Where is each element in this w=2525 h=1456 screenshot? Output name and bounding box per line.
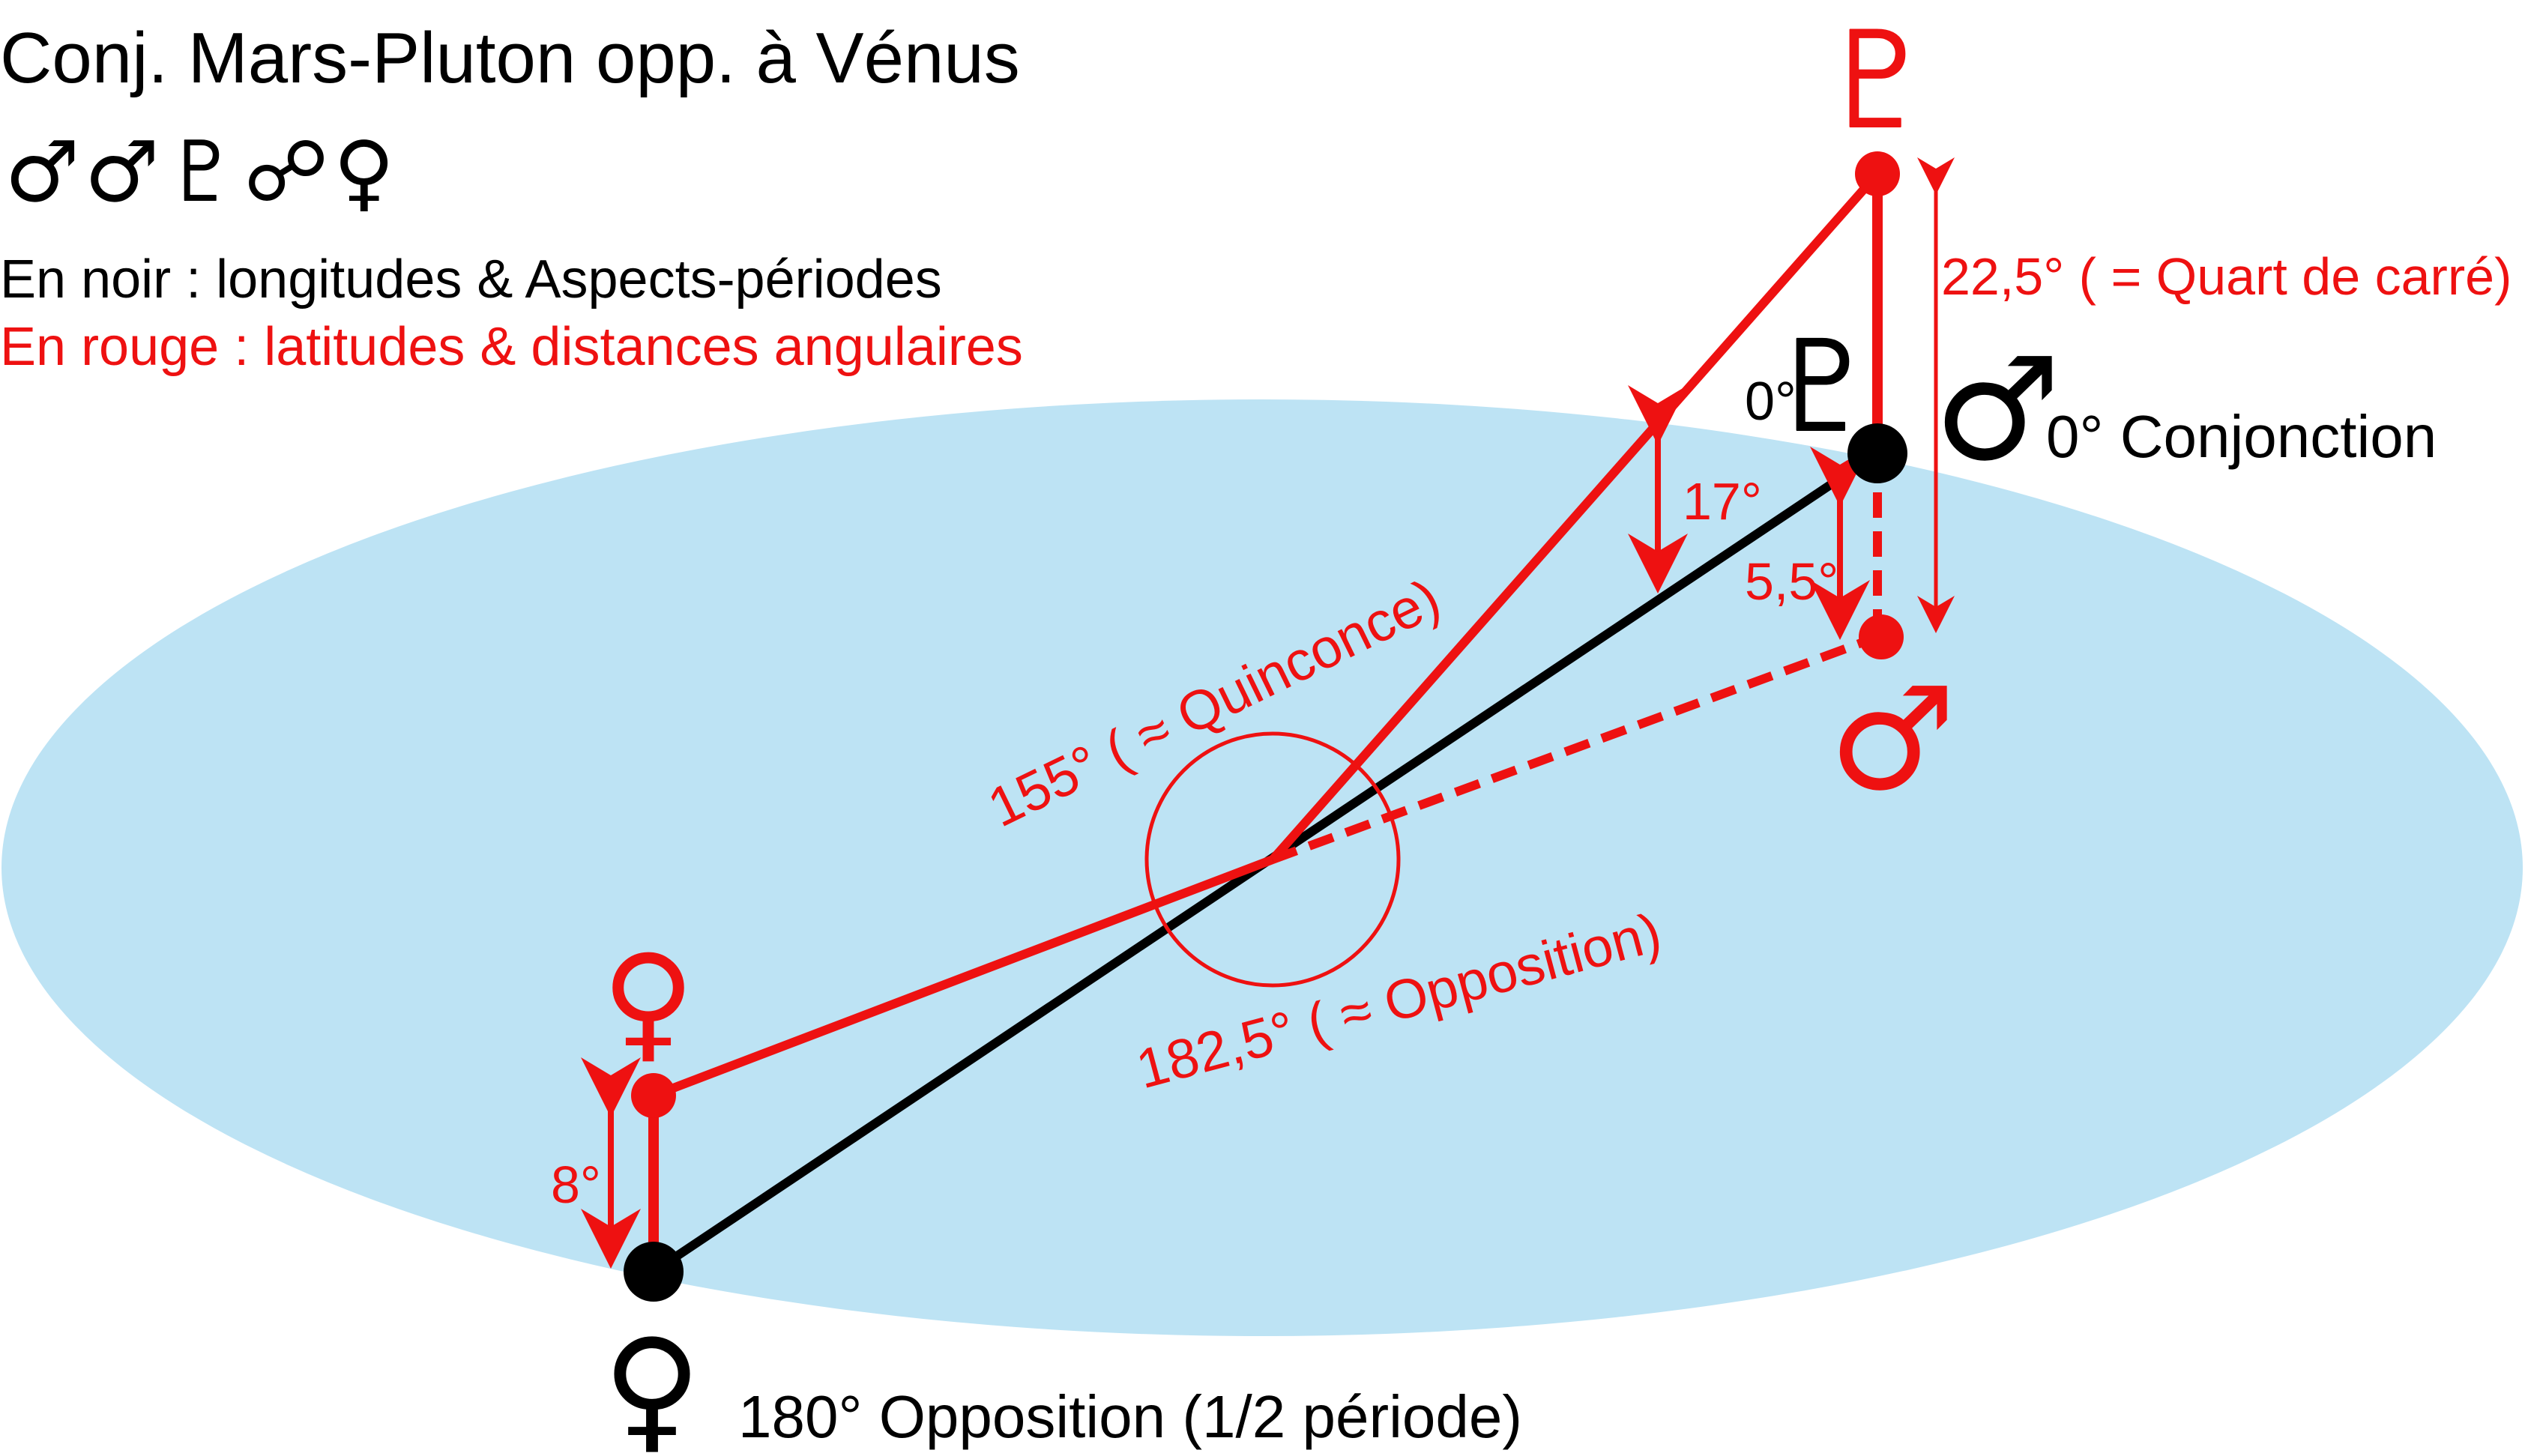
- angle-circle: [1144, 731, 1401, 988]
- pluto-black-icon: ♇: [1766, 313, 1880, 462]
- angle-17-label: 17°: [1683, 472, 1762, 531]
- pluto-red-icon: ♇: [1817, 3, 1937, 160]
- venus-black-icon: ♀: [603, 1311, 702, 1456]
- mars-black-icon: ♂: [1934, 327, 2061, 492]
- mars-red-dot: [1859, 614, 1904, 659]
- venus-red-icon: ♀: [602, 928, 696, 1076]
- angle-8-label: 8°: [551, 1156, 601, 1214]
- quart-carre-label: 22,5° ( = Quart de carré): [1941, 247, 2512, 306]
- legend-black: En noir : longitudes & Aspects-périodes: [0, 250, 942, 309]
- diagram-title: Conj. Mars-Pluton opp. à Vénus: [0, 18, 1020, 98]
- venus-latitude-line: [651, 855, 1275, 1100]
- angle-5-5-label: 5,5°: [1745, 552, 1838, 611]
- pluto-red-dot: [1855, 151, 1900, 196]
- opposition-label: 180° Opposition (1/2 période): [738, 1383, 1522, 1450]
- mars-red-icon: ♂: [1829, 656, 1956, 822]
- symbols-row: ♂♂♇☍♀: [4, 124, 399, 221]
- legend-red: En rouge : latitudes & distances angulai…: [0, 317, 1023, 377]
- mars-latitude-line: [1270, 632, 1880, 864]
- conjunction-label: 0° Conjonction: [2046, 403, 2437, 470]
- venus-red-dot: [631, 1073, 676, 1118]
- pluto-black-degree: 0°: [1745, 372, 1797, 432]
- conjunction-black-dot: [1847, 423, 1907, 483]
- pluto-latitude-line: [1269, 171, 1881, 863]
- venus-black-dot: [624, 1242, 684, 1302]
